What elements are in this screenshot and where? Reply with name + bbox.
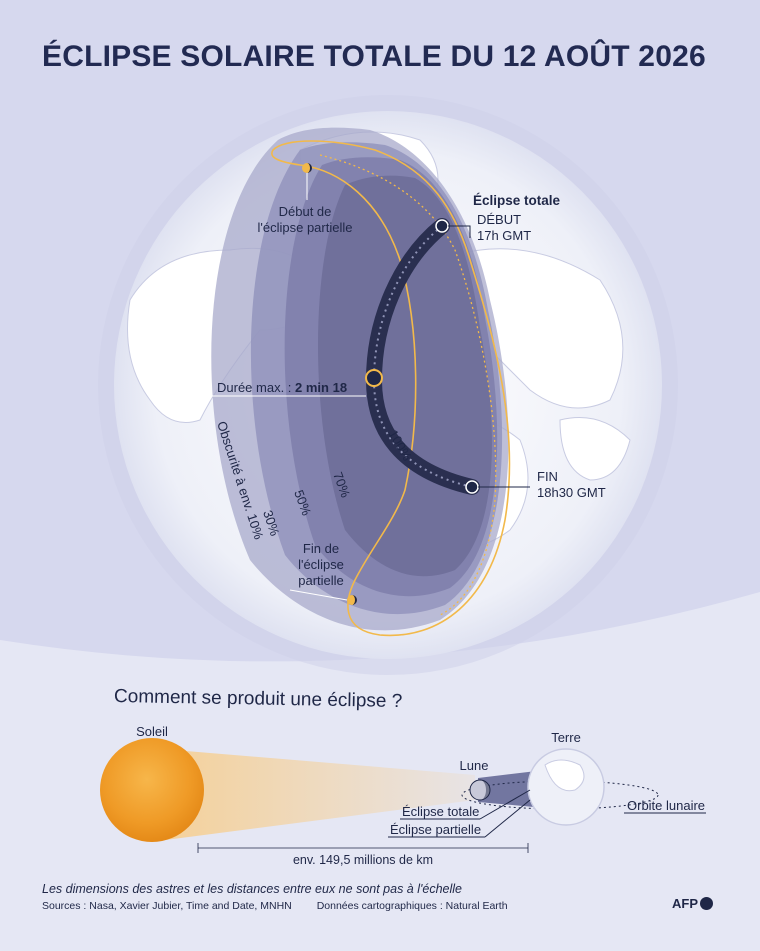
max-duration-text: Durée max. : 2 min 18 (217, 380, 347, 395)
partial-start-line2: l'éclipse partielle (258, 220, 353, 235)
total-end-dot (465, 480, 479, 494)
scale-note: Les dimensions des astres et les distanc… (42, 882, 462, 896)
map-data-credit: Données cartographiques : Natural Earth (316, 900, 508, 912)
total-end-label: FIN (537, 469, 558, 484)
earth-continent (544, 759, 585, 792)
obscurity-bands (211, 127, 509, 631)
partial-end-dot (347, 595, 357, 605)
moon-label: Lune (460, 758, 489, 773)
leader-partial-end (289, 589, 348, 601)
page-title: ÉCLIPSE SOLAIRE TOTALE DU 12 AOÛT 2026 (42, 40, 706, 73)
total-start-time: 17h GMT (477, 228, 531, 243)
afp-logo: AFP (672, 896, 713, 911)
afp-logo-dot (700, 897, 713, 910)
total-end-time: 18h30 GMT (537, 485, 606, 500)
distance-label: env. 149,5 millions de km (293, 853, 433, 867)
partial-eclipse-outline (271, 140, 511, 637)
earth-label: Terre (551, 730, 581, 745)
partial-start-dot (302, 163, 312, 173)
partial-start-crescent (307, 163, 312, 173)
total-diagram-label: Éclipse totale (402, 804, 479, 819)
orbit-label: Orbite lunaire (627, 798, 705, 813)
sun (100, 738, 204, 842)
sources: Sources : Nasa, Xavier Jubier, Time and … (42, 900, 292, 912)
afp-logo-text: AFP (672, 896, 698, 911)
total-start-label: DÉBUT (477, 212, 521, 227)
sunlight-beam (150, 748, 475, 842)
moon-dark-side (480, 780, 490, 800)
sun-label: Soleil (136, 724, 168, 739)
max-duration-value: 2 min 18 (295, 380, 347, 395)
partial-end-line2: l'éclipse (298, 557, 344, 572)
leader-total-start (448, 225, 471, 238)
total-heading: Éclipse totale (473, 193, 561, 208)
max-duration-label: Durée max. : (217, 380, 295, 395)
sources-line: Sources : Nasa, Xavier Jubier, Time and … (42, 900, 508, 912)
partial-end-line3: partielle (298, 573, 344, 588)
partial-end-line1: Fin de (303, 541, 339, 556)
leader-partial-diagram-2 (484, 799, 531, 838)
partial-diagram-label: Éclipse partielle (390, 822, 481, 837)
partial-eclipse-dotted (319, 154, 497, 616)
total-start-dot (435, 219, 449, 233)
partial-end-crescent (352, 595, 357, 605)
max-duration-dot (365, 369, 383, 387)
partial-start-line1: Début de (279, 204, 332, 219)
leader-total-diagram-2 (479, 789, 531, 820)
